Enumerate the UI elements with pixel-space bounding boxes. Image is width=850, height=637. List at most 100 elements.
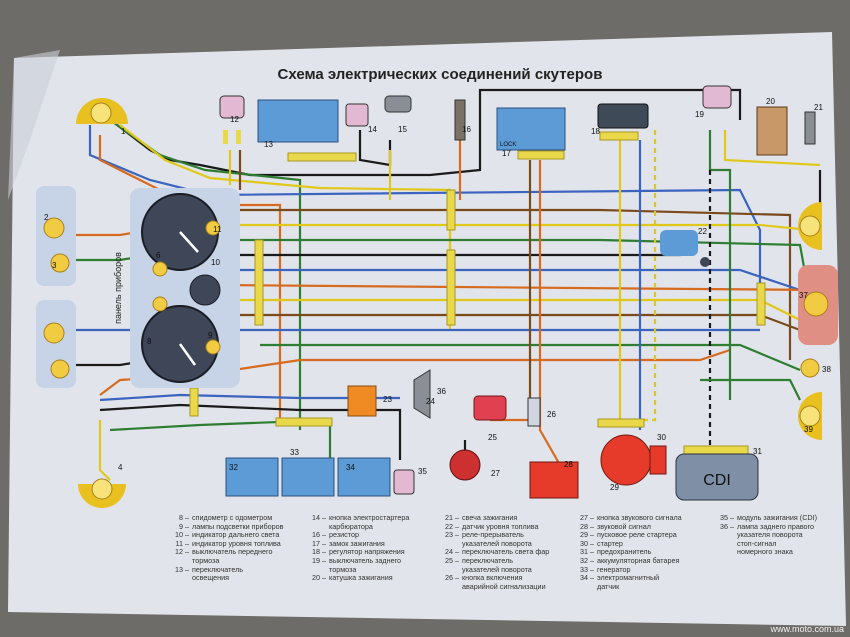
wire	[538, 160, 561, 466]
legend-entry: 27 –кнопка звукового сигнала	[580, 513, 682, 523]
legend-entry: освещения	[175, 573, 283, 583]
legend-text: номерного знака	[737, 547, 793, 557]
legend-text: указателей поворота	[462, 564, 532, 574]
plate-lamp-bulb	[800, 358, 820, 378]
legend-number: 27 –	[580, 513, 594, 522]
component-number-label: 38	[822, 365, 831, 374]
legend-number: 31 –	[580, 547, 594, 557]
legend-text: регулятор напряжения	[329, 547, 405, 557]
lighting-switch	[257, 99, 339, 143]
taillight-bulb	[803, 291, 829, 317]
legend-text: тормоза	[192, 555, 220, 565]
legend-text: переключатель света фар	[462, 547, 550, 557]
legend-text: резистор	[329, 530, 359, 540]
legend-text: указателей поворота	[462, 538, 532, 548]
component-number-label: 9	[208, 331, 213, 340]
component-number-label: 27	[491, 469, 500, 478]
headlamp-bulb	[43, 322, 65, 344]
ignition-lock	[496, 107, 566, 151]
component-number-label: 29	[610, 483, 619, 492]
legend-number: 8 –	[179, 513, 189, 522]
legend-text: генератор	[597, 564, 631, 574]
legend-text: индикатор дальнего света	[192, 530, 280, 540]
legend-column: 35 –модуль зажигания (CDI)36 –лампа задн…	[720, 513, 817, 557]
switch-plug	[223, 130, 228, 144]
connector-block	[446, 249, 456, 326]
legend-entry: 17 –замок зажигания	[312, 539, 409, 549]
wire	[214, 283, 821, 292]
legend-entry: 23 –реле-прерыватель	[445, 530, 549, 540]
legend-text: переключатель	[192, 564, 244, 574]
legend-entry: 20 –катушка зажигания	[312, 573, 409, 583]
component-number-label: 12	[230, 115, 239, 124]
legend-number: 21 –	[445, 513, 459, 522]
legend-number: 35 –	[720, 513, 734, 522]
diagram-title: Схема электрических соединений скутеров	[277, 66, 603, 83]
legend-number: 24 –	[445, 547, 459, 557]
connector-block	[683, 445, 749, 455]
starter-relay	[473, 395, 507, 421]
component-number-label: 6	[156, 251, 161, 260]
legend-text: переключатель	[462, 555, 514, 565]
legend-entry: 22 –датчик уровня топлива	[445, 521, 549, 532]
tachometer-needle	[178, 343, 197, 366]
legend-text: тормоза	[329, 564, 357, 574]
headlight-switch	[225, 457, 279, 497]
hazard-button	[337, 457, 391, 497]
component-number-label: 19	[695, 110, 704, 119]
legend-number: 34 –	[580, 573, 594, 583]
legend-number: 9 –	[179, 521, 189, 531]
battery	[529, 461, 579, 499]
legend-entry: 30 –стартер	[580, 538, 682, 549]
legend-entry: номерного знака	[720, 548, 817, 557]
legend-number: 30 –	[580, 538, 594, 548]
wire	[215, 223, 811, 232]
legend-number: 11 –	[175, 538, 189, 548]
component-number-label: 21	[814, 103, 823, 112]
legend-entry: 18 –регулятор напряжения	[312, 548, 409, 557]
component-number-label: 3	[52, 261, 57, 270]
legend-entry: 26 –кнопка включения	[445, 573, 549, 583]
component-number-label: 11	[213, 225, 222, 234]
component-number-label: 4	[118, 463, 123, 472]
legend-text: реле-прерыватель	[462, 530, 524, 540]
legend-text: свеча зажигания	[462, 513, 518, 522]
legend-text: датчик уровня топлива	[462, 521, 539, 531]
connector-block	[275, 417, 333, 427]
legend-entry: 35 –модуль зажигания (CDI)	[720, 513, 817, 523]
switch-plug	[236, 130, 241, 144]
wire	[215, 268, 801, 292]
legend-text: электромагнитный	[597, 573, 660, 583]
bulb	[90, 102, 112, 124]
legend-entry: 12 –выключатель переднего	[175, 548, 283, 557]
ignition-coil	[756, 106, 788, 156]
wire	[109, 418, 332, 465]
connectors	[189, 131, 766, 455]
fuse	[527, 397, 541, 427]
component-number-label: 16	[462, 125, 471, 134]
component-number-label: 8	[147, 337, 152, 346]
legend-number: 26 –	[445, 573, 459, 583]
resistor	[454, 99, 466, 141]
legend-text: лампа заднего правого	[737, 521, 815, 531]
legend-number: 18 –	[312, 547, 326, 557]
component-number-label: 13	[264, 140, 273, 149]
component-number-label: 30	[657, 433, 666, 442]
carburetor-heater	[384, 95, 412, 113]
bulb	[799, 215, 821, 237]
component-number-label: 17	[502, 149, 511, 158]
legend-number: 16 –	[312, 530, 326, 540]
wire	[723, 130, 821, 167]
parking-lamp-bulb	[50, 359, 70, 379]
legend-number: 29 –	[580, 530, 594, 540]
generator	[600, 434, 652, 486]
legend-number: 32 –	[580, 555, 594, 565]
headlamp-bulb	[43, 217, 65, 239]
lamps	[36, 98, 838, 508]
component-number-label: 31	[753, 447, 762, 456]
component-number-label: 36	[437, 387, 446, 396]
